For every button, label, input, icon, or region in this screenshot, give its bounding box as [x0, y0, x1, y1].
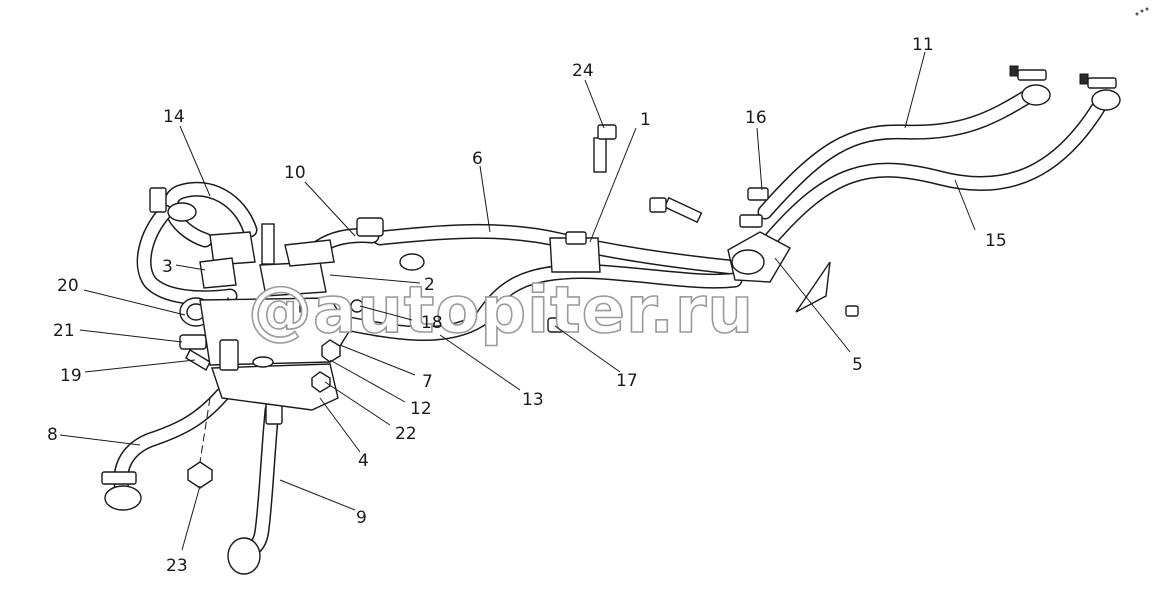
callout-5: 5 [852, 355, 863, 375]
callout-11: 11 [912, 35, 934, 55]
callout-6: 6 [472, 149, 483, 169]
callout-23: 23 [166, 556, 188, 576]
callout-22: 22 [395, 424, 417, 444]
callout-24: 24 [572, 61, 594, 81]
callout-17: 17 [616, 371, 638, 391]
manifold-block [199, 231, 351, 411]
callout-8: 8 [47, 425, 58, 445]
callout-3: 3 [162, 257, 173, 277]
callout-21: 21 [53, 321, 75, 341]
callout-7: 7 [422, 372, 433, 392]
callout-13: 13 [522, 390, 544, 410]
callout-9: 9 [356, 508, 367, 528]
callout-16: 16 [745, 108, 767, 128]
watermark-text: @autopiter.ru [248, 274, 754, 348]
callout-15: 15 [985, 231, 1007, 251]
callout-10: 10 [284, 163, 306, 183]
callout-4: 4 [358, 451, 369, 471]
callout-14: 14 [163, 107, 185, 127]
callout-12: 12 [410, 399, 432, 419]
leader-lines [59, 51, 976, 551]
callout-labels: 1 2 3 4 5 6 7 8 9 10 11 12 13 14 15 16 1… [47, 35, 1007, 576]
callout-1: 1 [640, 110, 651, 130]
callout-18: 18 [421, 313, 443, 333]
callout-20: 20 [57, 276, 79, 296]
callout-19: 19 [60, 366, 82, 386]
clamps-and-fittings [101, 65, 1121, 575]
callout-2: 2 [424, 275, 435, 295]
corner-mark-icon [1135, 7, 1149, 16]
